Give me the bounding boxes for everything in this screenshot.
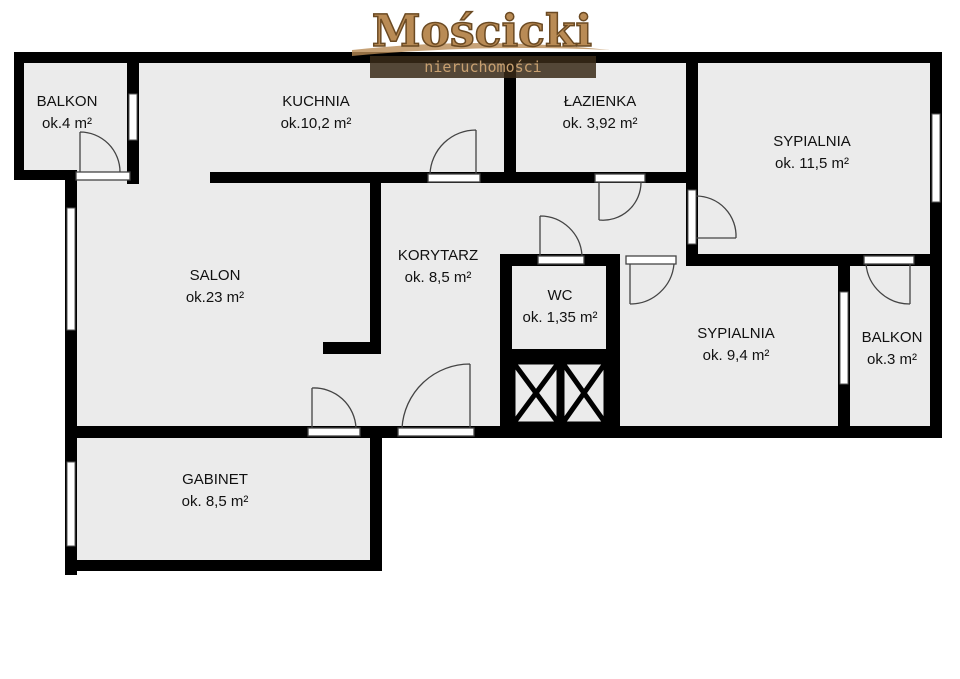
logo-name: Mościcki: [372, 6, 592, 57]
room-area: ok. 1,35 m²: [522, 309, 597, 326]
room-area: ok.23 m²: [186, 289, 244, 306]
room-name: WC: [548, 287, 573, 304]
door-korytarz-sypialnia: [695, 195, 737, 239]
room-area: ok. 11,5 m²: [775, 155, 849, 172]
door-balkon-1: [79, 131, 121, 173]
room-name: BALKON: [862, 329, 923, 346]
windows: [66, 93, 941, 547]
room-name: KORYTARZ: [398, 247, 478, 264]
room-name: BALKON: [37, 93, 98, 110]
room-area: ok. 8,5 m²: [182, 493, 249, 510]
company-logo: Mościcki nieruchomości: [352, 5, 610, 78]
door-balkon-2: [865, 263, 911, 305]
door-kuchnia: [429, 129, 477, 175]
room-area: ok.10,2 m²: [281, 115, 352, 132]
room-area: ok.3 m²: [867, 351, 917, 368]
logo-swoosh: [352, 43, 610, 56]
logo-tagline: nieruchomości: [424, 58, 541, 76]
room-area: ok. 9,4 m²: [703, 347, 770, 364]
door-wc: [539, 215, 583, 257]
floor-areas: [18, 56, 940, 570]
ventilation-shafts: [510, 359, 609, 427]
room-name: SALON: [190, 267, 241, 284]
room-area: ok. 3,92 m²: [562, 115, 637, 132]
room-name: SYPIALNIA: [697, 325, 775, 342]
room-name: SYPIALNIA: [773, 133, 851, 150]
door-sypialnia-2: [629, 263, 675, 305]
room-area: ok. 8,5 m²: [405, 269, 472, 286]
door-lazienka: [598, 181, 642, 221]
doors: [75, 129, 915, 437]
door-salon: [311, 387, 357, 429]
door-entrance: [401, 363, 471, 429]
room-name: KUCHNIA: [282, 93, 350, 110]
room-name: GABINET: [182, 471, 248, 488]
room-name: ŁAZIENKA: [564, 93, 637, 110]
room-area: ok.4 m²: [42, 115, 92, 132]
room-labels: BALKON ok.4 m² KUCHNIA ok.10,2 m² ŁAZIEN…: [37, 93, 923, 510]
